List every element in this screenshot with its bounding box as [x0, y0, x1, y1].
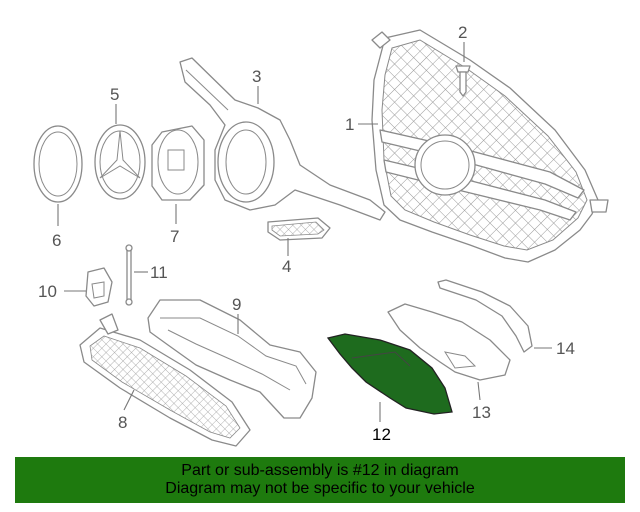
part-14-moulding-strip: [437, 279, 533, 353]
part-2-clip: [455, 65, 471, 97]
callout-2: 2: [458, 23, 467, 42]
part-13-side-trim: [387, 303, 511, 381]
callout-10: 10: [38, 282, 57, 301]
part-9-air-duct: [147, 299, 317, 419]
callout-6: 6: [52, 231, 61, 250]
info-banner: Part or sub-assembly is #12 in diagram D…: [15, 457, 625, 503]
part-8-lower-mesh: [79, 313, 251, 447]
part-11-rod: [125, 244, 133, 306]
banner-line-2: Diagram may not be specific to your vehi…: [165, 480, 475, 497]
callout-13: 13: [472, 403, 491, 422]
part-3-grille-frame: [179, 57, 386, 221]
callout-12: 12: [372, 425, 391, 444]
part-12-deflector-highlight: [326, 333, 453, 415]
parts-diagram: 1 2 3 4 5 6 7 8 9 10 11 12 13 14: [33, 23, 609, 447]
callout-4: 4: [282, 257, 291, 276]
callout-11: 11: [150, 263, 168, 282]
callout-labels: 1 2 3 4 5 6 7 8 9 10 11 12 13 14: [38, 23, 575, 444]
callout-8: 8: [118, 413, 127, 432]
part-10-clip: [85, 267, 113, 307]
banner-line-1: Part or sub-assembly is #12 in diagram: [181, 462, 459, 479]
part-6-emblem-ring: [33, 125, 83, 203]
callout-5: 5: [110, 85, 119, 104]
callout-3: 3: [252, 67, 261, 86]
leader-lines: [57, 42, 552, 422]
part-7-emblem-housing: [151, 125, 205, 201]
callout-1: 1: [345, 115, 354, 134]
part-5-star-emblem: [94, 124, 146, 200]
part-1-grille: [371, 29, 609, 263]
callout-7: 7: [170, 227, 179, 246]
callout-14: 14: [556, 339, 575, 358]
callout-9: 9: [232, 295, 241, 314]
part-4-bracket: [267, 217, 331, 241]
